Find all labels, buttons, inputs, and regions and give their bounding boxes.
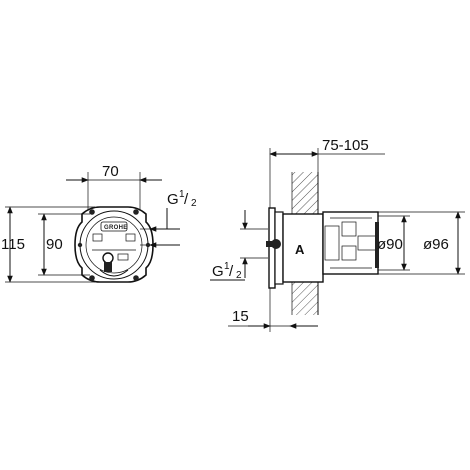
body-circle (79, 210, 149, 280)
dimension-115: 115 (1, 236, 25, 253)
pipe-stub (266, 241, 272, 247)
rear-detail (341, 221, 357, 237)
thread-letter: G (212, 263, 224, 280)
rear-cap (375, 222, 379, 268)
marker-a: A (295, 242, 305, 257)
port-detail (125, 233, 136, 242)
dimension-15: 15 (232, 308, 249, 325)
dimension-75-105: 75-105 (322, 137, 369, 154)
rear-detail (341, 245, 357, 261)
rear-detail (324, 225, 340, 261)
connection-icon (271, 239, 281, 249)
front-body: GROHE (74, 206, 154, 283)
front-view: 115 90 70 G 1 / 2 (1, 163, 197, 283)
thread-numerator: 1 (179, 189, 185, 200)
fraction-slash: / (184, 191, 189, 208)
dimension-d96: ø96 (423, 236, 449, 253)
fraction-slash: / (229, 263, 234, 280)
outlet-icon (104, 262, 112, 272)
thread-numerator: 1 (224, 261, 230, 272)
thread-denominator: 2 (191, 198, 197, 209)
brand-logo: GROHE (104, 225, 128, 231)
screw-icon (77, 242, 83, 248)
inner-circle (85, 216, 143, 274)
side-body: A (266, 207, 379, 289)
port-detail (117, 253, 129, 261)
dimension-70: 70 (102, 163, 119, 180)
thread-letter: G (167, 191, 179, 208)
side-view: 75-105 A ø90 ø96 (210, 137, 465, 332)
valve-icon (102, 252, 114, 264)
screw-icon (89, 275, 95, 281)
dimension-d90: ø90 (377, 236, 403, 253)
screw-icon (133, 275, 139, 281)
screw-icon (145, 242, 151, 248)
screw-icon (89, 209, 95, 215)
screw-icon (133, 209, 139, 215)
mounting-plate (74, 206, 154, 283)
bottom-arc (99, 269, 129, 277)
rear-housing (322, 211, 379, 275)
thread-denominator: 2 (236, 270, 242, 281)
brand-plate (100, 221, 128, 232)
body-housing (282, 213, 324, 283)
dimension-90: 90 (46, 236, 63, 253)
port-detail (92, 233, 103, 242)
